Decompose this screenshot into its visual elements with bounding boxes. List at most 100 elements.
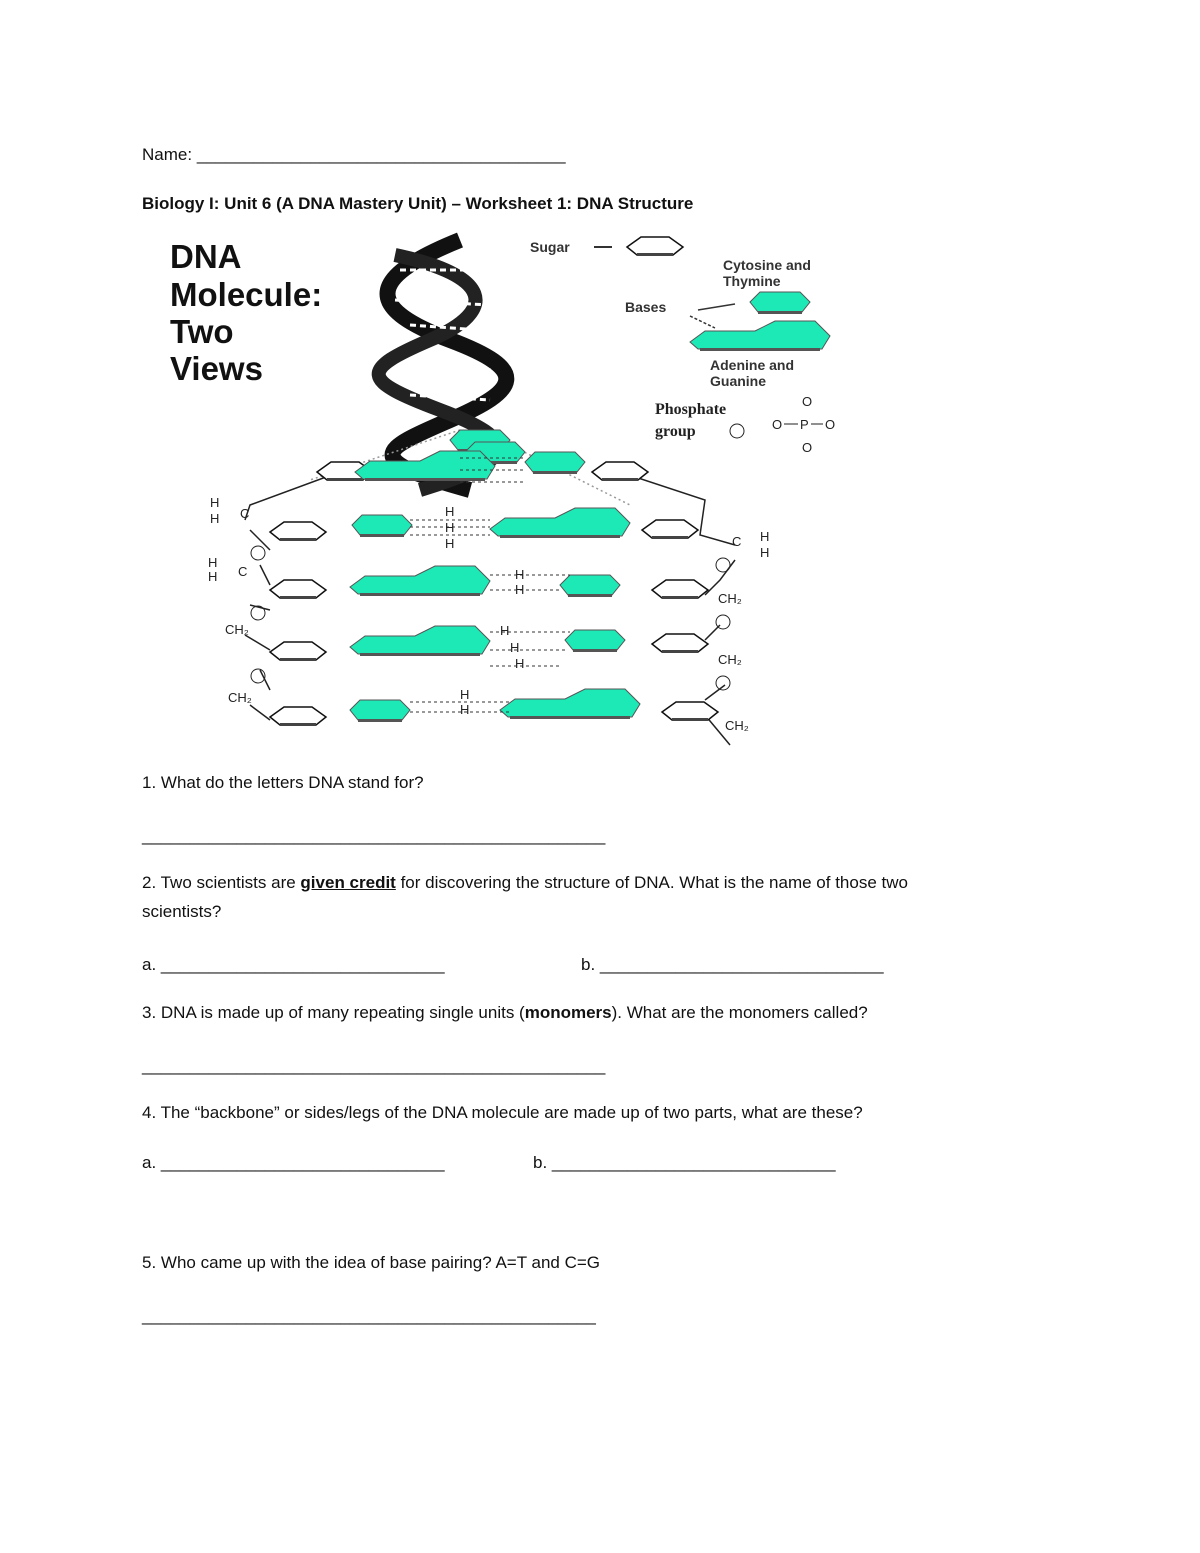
sugar-label: Sugar xyxy=(530,239,570,255)
question-5: 5. Who came up with the idea of base pai… xyxy=(142,1253,601,1272)
diagram-label: CH₂ xyxy=(718,652,742,667)
diagram-label: CH₂ xyxy=(718,591,742,606)
diagram-label: H xyxy=(515,567,524,582)
name-label: Name: xyxy=(142,145,193,164)
diagram-label: H xyxy=(210,495,219,510)
answer-4b-blank[interactable]: b. ______________________________ xyxy=(533,1153,836,1172)
diagram-shape xyxy=(489,507,631,539)
pyrimidine-base-shape xyxy=(749,291,811,315)
diagram-label: O xyxy=(802,394,812,409)
diagram-shape xyxy=(524,451,586,475)
diagram-label: CH₂ xyxy=(225,622,249,637)
diagram-label: H xyxy=(515,656,524,671)
diagram-shape xyxy=(349,565,491,597)
diagram-shape xyxy=(269,706,327,727)
diagram-label: P xyxy=(800,417,809,432)
answer-4a-blank[interactable]: a. ______________________________ xyxy=(142,1153,445,1172)
diagram-label: H xyxy=(460,702,469,717)
diagram-label: H xyxy=(208,555,217,570)
diagram-shape xyxy=(641,519,699,540)
question-2-line-2: scientists? xyxy=(142,902,222,921)
diagram-label: C xyxy=(240,506,249,521)
answer-5-blank[interactable]: ________________________________________… xyxy=(142,1306,596,1325)
diagram-label: C xyxy=(732,534,741,549)
diagram-label: O xyxy=(825,417,835,432)
diagram-shape xyxy=(715,614,731,630)
diagram-shape xyxy=(651,579,709,600)
diagram-shape xyxy=(244,529,736,746)
name-field[interactable]: Name: __________________________________… xyxy=(142,145,566,165)
diagram-shape xyxy=(250,545,731,691)
diagram-shape xyxy=(591,461,649,482)
diagram-label: H xyxy=(760,529,769,544)
dna-diagram: DNA Molecule: Two Views Sugar Cytosine a… xyxy=(170,232,835,746)
diagram-shape xyxy=(697,303,736,311)
question-2: 2. Two scientists are given credit for d… xyxy=(142,873,908,892)
sugar-legend-shape xyxy=(626,236,684,257)
diagram-label: H xyxy=(445,536,454,551)
diagram-shape xyxy=(379,232,515,498)
diagram-title-line-4: Views xyxy=(170,350,263,387)
cytosine-thymine-label-2: Thymine xyxy=(723,273,781,289)
answer-2a-blank[interactable]: a. ______________________________ xyxy=(142,955,445,974)
diagram-label: CH₂ xyxy=(725,718,749,733)
diagram-shape xyxy=(651,633,709,654)
diagram-shape xyxy=(410,457,570,713)
diagram-label: O xyxy=(772,417,782,432)
phosphate-label-1: Phosphate xyxy=(655,401,726,418)
diagram-label: O xyxy=(802,440,812,455)
diagram-shape xyxy=(250,545,266,561)
diagram-shape xyxy=(661,701,719,722)
bases-label: Bases xyxy=(625,299,666,315)
diagram-label: H xyxy=(760,545,769,560)
diagram-title-line-3: Two xyxy=(170,313,234,350)
diagram-label: H xyxy=(500,623,509,638)
adenine-guanine-label-2: Guanine xyxy=(710,373,766,389)
diagram-shape xyxy=(349,625,491,657)
diagram-shape xyxy=(244,469,736,546)
question-3: 3. DNA is made up of many repeating sing… xyxy=(142,1003,868,1022)
diagram-title-line-2: Molecule: xyxy=(170,276,322,313)
answer-2b-blank[interactable]: b. ______________________________ xyxy=(581,955,884,974)
diagram-shape xyxy=(564,629,626,653)
phosphate-label-2: group xyxy=(655,423,696,440)
answer-1-blank[interactable]: ________________________________________… xyxy=(142,826,606,845)
diagram-shape xyxy=(559,574,621,598)
diagram-shape xyxy=(269,641,327,662)
diagram-label: CH₂ xyxy=(228,690,252,705)
diagram-shape xyxy=(410,457,570,713)
diagram-shape xyxy=(499,688,641,720)
diagram-label: H xyxy=(515,582,524,597)
diagram-shape xyxy=(729,423,745,439)
diagram-shape xyxy=(250,668,266,684)
diagram-shape xyxy=(354,450,496,482)
purine-base-shape xyxy=(689,320,831,352)
question-1: 1. What do the letters DNA stand for? xyxy=(142,773,424,792)
diagram-label: H xyxy=(445,520,454,535)
diagram-label: C xyxy=(238,564,247,579)
cytosine-thymine-label-1: Cytosine and xyxy=(723,257,811,273)
monomers-emphasis: monomers xyxy=(524,1003,612,1022)
phosphate-structure: O O P O O xyxy=(772,394,835,455)
diagram-shape xyxy=(269,579,327,600)
diagram-shape xyxy=(351,514,413,538)
diagram-shape xyxy=(394,268,495,447)
diagram-label: H xyxy=(210,511,219,526)
diagram-shape xyxy=(250,605,266,621)
question-4: 4. The “backbone” or sides/legs of the D… xyxy=(142,1103,863,1122)
diagram-shape xyxy=(715,675,731,691)
given-credit-emphasis: given credit xyxy=(300,873,396,892)
name-blank[interactable]: _______________________________________ xyxy=(196,145,566,164)
diagram-shape xyxy=(689,315,716,329)
diagram-label: H xyxy=(460,687,469,702)
answer-3-blank[interactable]: ________________________________________… xyxy=(142,1056,606,1075)
adenine-guanine-label-1: Adenine and xyxy=(710,357,794,373)
worksheet-title: Biology I: Unit 6 (A DNA Mastery Unit) –… xyxy=(142,194,694,213)
diagram-label: H xyxy=(445,504,454,519)
diagram-shape xyxy=(349,699,411,723)
diagram-label: H xyxy=(510,640,519,655)
diagram-title-line-1: DNA xyxy=(170,238,242,275)
